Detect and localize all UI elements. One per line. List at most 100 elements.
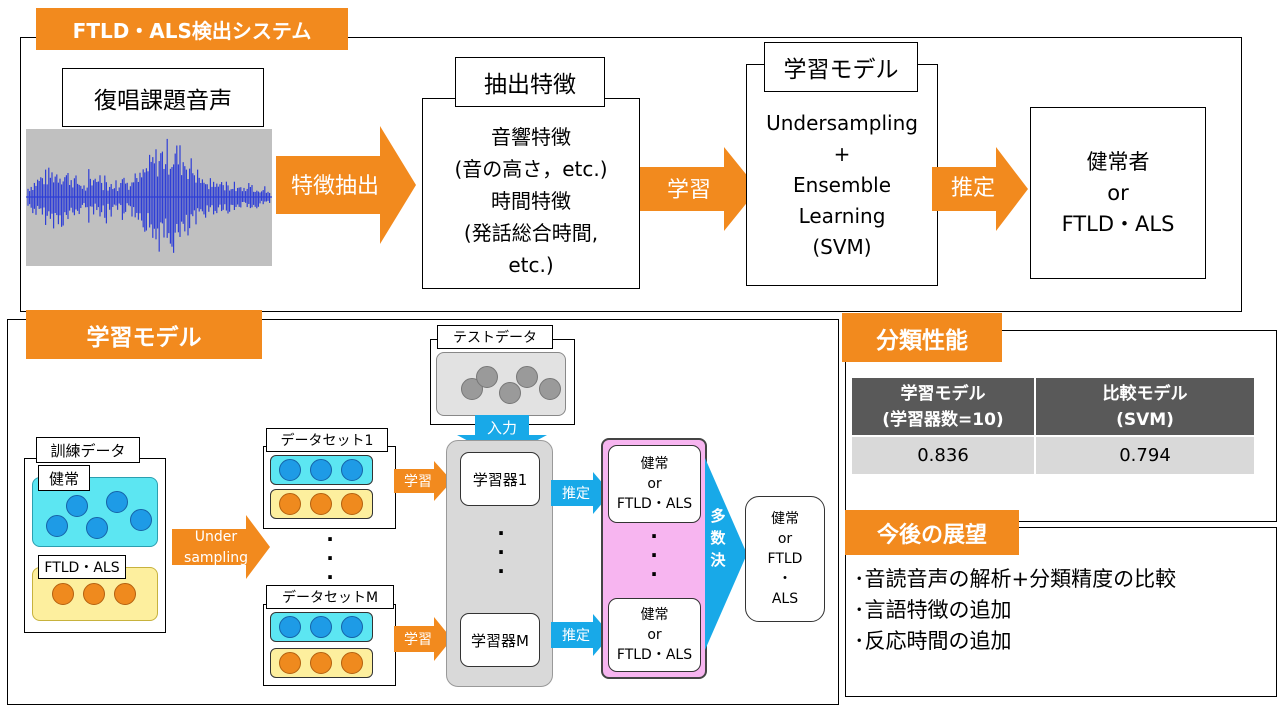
learn-arrow-1-label: 学習: [404, 474, 432, 490]
ftld-label: FTLD・ALS: [38, 555, 126, 579]
learner-ellipsis: ···: [497, 521, 505, 583]
output-M-line-3: FTLD・ALS: [616, 647, 693, 663]
audio-label: 復唱課題音声: [62, 68, 264, 127]
learner-M: 学習器M: [460, 613, 540, 667]
learn-arrow-label: 学習: [666, 178, 711, 203]
input-arrow: [457, 415, 547, 459]
result-box: 健常者 or FTLD・ALS: [1030, 107, 1206, 279]
extract-arrow-label: 特徴抽出: [290, 174, 379, 199]
outlook-list: ･音読音声の解析+分類精度の比較 ･言語特徴の追加 ･反応時間の追加: [854, 564, 1270, 657]
result-line-1: 健常者: [1086, 149, 1150, 174]
dataset-1-label: データセット1: [266, 428, 388, 452]
table-header-1-line-2: (学習器数=10): [882, 410, 1004, 430]
healthy-label: 健常: [38, 465, 90, 491]
model-line-3: Ensemble: [792, 172, 892, 197]
estimate-arrow-M-label: 推定: [562, 628, 590, 644]
undersampling-label-1: Under: [194, 529, 238, 545]
dataset-M-healthy-dot: [341, 616, 363, 638]
healthy-dot: [46, 515, 68, 537]
healthy-dot: [106, 491, 128, 513]
outlook-item: ･反応時間の追加: [854, 629, 1012, 653]
ftld-dot: [114, 583, 136, 605]
result-line-3: FTLD・ALS: [1061, 211, 1175, 236]
feature-acoustic-example: (音の高さ，etc.): [454, 156, 608, 181]
output-1-line-2: or: [647, 476, 662, 492]
final-line-5: ALS: [771, 591, 799, 607]
learn-arrow-M-label: 学習: [404, 632, 432, 648]
dataset-1-ftld-dot: [310, 493, 332, 515]
dataset-M-label: データセットM: [266, 585, 394, 609]
learn-arrow-M: [394, 617, 452, 661]
test-dot: [499, 382, 521, 404]
vote-char-2: 数: [710, 529, 726, 547]
output-M-line-1: 健常: [640, 607, 669, 623]
vote-char-1: 多: [710, 507, 726, 525]
estimate-arrow-M: [551, 614, 611, 656]
learn-arrow-1: [394, 461, 452, 501]
performance-title: 分類性能: [842, 313, 1002, 362]
healthy-dot: [86, 517, 108, 539]
output-ellipsis: ···: [650, 524, 658, 586]
features-title: 抽出特徴: [455, 57, 605, 107]
table-header-1-line-1: 学習モデル: [900, 384, 986, 404]
learn-arrow: [640, 147, 758, 231]
estimate-arrow-label: 推定: [950, 176, 995, 201]
model-line-1: Undersampling: [766, 110, 918, 135]
model-line-5: (SVM): [812, 234, 872, 259]
estimate-arrow-1: [551, 472, 611, 514]
final-line-4: ・: [778, 571, 792, 587]
output-1-line-1: 健常: [640, 456, 669, 472]
features-box: 音響特徴 (音の高さ，etc.) 時間特徴 (発話総合時間, etc.): [422, 98, 640, 289]
model-line-2: +: [833, 141, 851, 166]
majority-vote-arrow: [705, 458, 747, 650]
model-box: Undersampling + Ensemble Learning (SVM): [746, 64, 938, 286]
final-line-3: FTLD: [767, 551, 803, 567]
outlook-title: 今後の展望: [845, 510, 1019, 555]
feature-acoustic: 音響特徴: [491, 124, 571, 149]
model-detail-title: 学習モデル: [26, 310, 262, 359]
learner-1: 学習器1: [460, 452, 540, 506]
final-result: 健常 or FTLD ・ ALS: [745, 496, 825, 622]
dataset-1-healthy-dot: [310, 459, 332, 481]
dataset-1-healthy-dot: [279, 459, 301, 481]
table-header-2-line-2: (SVM): [1116, 410, 1174, 430]
feature-time-example-2: etc.): [508, 252, 554, 277]
output-M: 健常 or FTLD・ALS: [608, 598, 701, 672]
output-M-line-2: or: [647, 627, 662, 643]
vote-char-3: 決: [710, 551, 726, 569]
waveform-icon: [26, 138, 272, 253]
extract-arrow: [276, 126, 416, 244]
outlook-frame: [845, 527, 1277, 697]
outlook-item: ･音読音声の解析+分類精度の比較: [854, 567, 1177, 591]
final-line-2: or: [777, 531, 793, 547]
table-header-2-line-1: 比較モデル: [1102, 384, 1188, 404]
healthy-dot: [66, 495, 88, 517]
dataset-M-ftld-dot: [341, 652, 363, 674]
dataset-M-ftld-dot: [279, 652, 301, 674]
dataset-M-healthy-dot: [279, 616, 301, 638]
feature-time: 時間特徴: [491, 188, 571, 213]
ftld-dot: [52, 583, 74, 605]
test-dot: [476, 366, 498, 388]
table-header-1: 学習モデル (学習器数=10): [852, 378, 1034, 435]
dataset-M-healthy-dot: [310, 616, 332, 638]
ftld-dot: [83, 583, 105, 605]
table-header-2: 比較モデル (SVM): [1036, 378, 1254, 435]
undersampling-arrow: [172, 515, 270, 579]
test-dot: [539, 378, 561, 400]
dataset-1-ftld-dot: [279, 493, 301, 515]
estimate-arrow: [932, 147, 1028, 231]
test-dot: [516, 366, 538, 388]
final-line-1: 健常: [771, 511, 799, 527]
system-title: FTLD・ALS検出システム: [36, 8, 348, 50]
performance-table: 学習モデル (学習器数=10) 比較モデル (SVM) 0.836 0.794: [852, 378, 1254, 474]
dataset-ellipsis: ···: [326, 527, 334, 589]
outlook-item: ･言語特徴の追加: [854, 598, 1012, 622]
table-cell-1: 0.836: [852, 437, 1034, 474]
feature-time-example-1: (発話総合時間,: [463, 220, 599, 245]
undersampling-label-2: sampling: [184, 550, 248, 566]
input-label: 入力: [486, 418, 517, 437]
dataset-M-ftld-dot: [310, 652, 332, 674]
dataset-1-healthy-dot: [341, 459, 363, 481]
model-line-4: Learning: [798, 203, 886, 228]
